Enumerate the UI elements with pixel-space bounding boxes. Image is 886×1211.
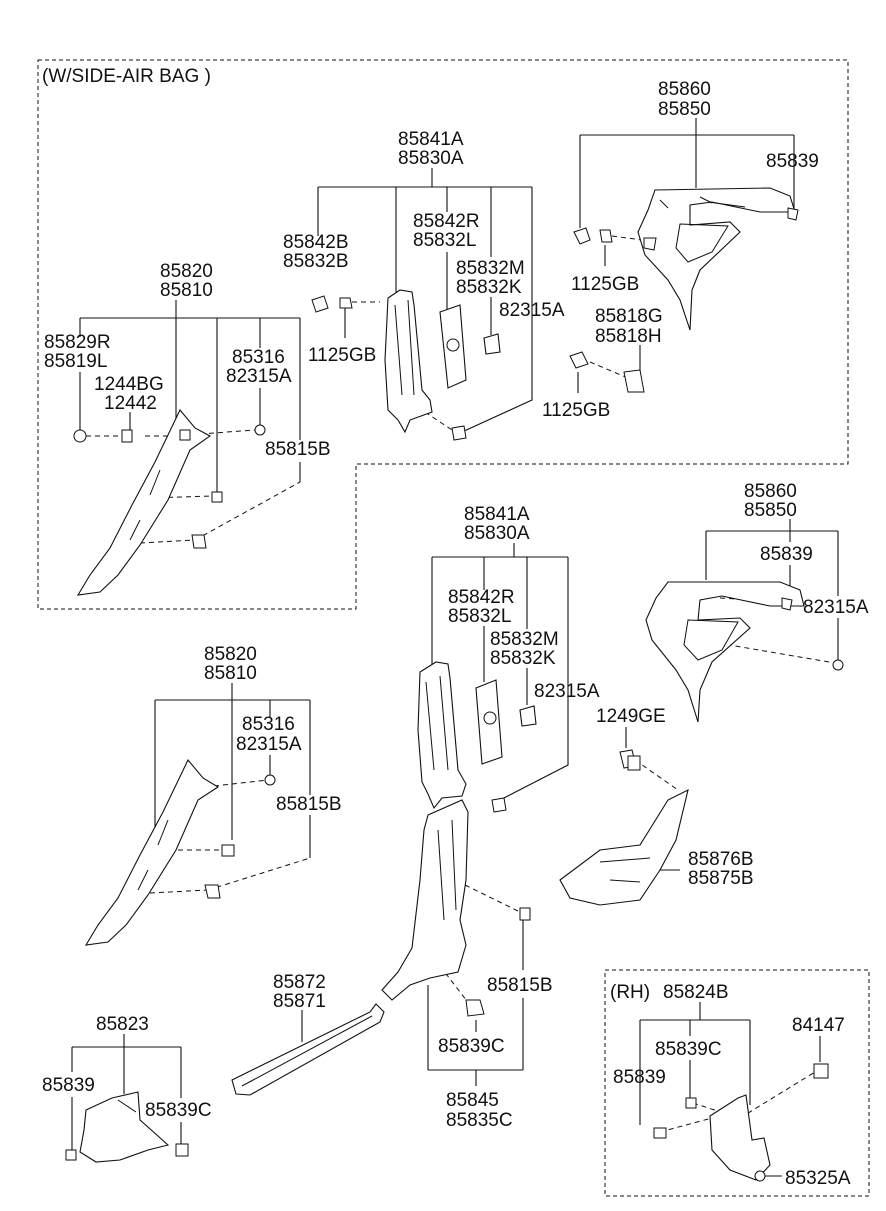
- label-85818h: 85818H: [595, 326, 662, 347]
- label-85842r-upper: 85842R: [413, 211, 480, 232]
- label-85842r-lower: 85842R: [448, 587, 515, 608]
- label-12442: 12442: [104, 393, 157, 414]
- label-85839-bottom-left: 85839: [42, 1075, 95, 1096]
- upper-fasteners-right: [569, 207, 799, 393]
- label-85832m-lower: 85832M: [490, 629, 559, 650]
- label-85316-lower: 85316: [242, 714, 295, 735]
- rh-section-label: (RH): [610, 982, 650, 1003]
- c-pillar-trim-lower: [645, 581, 805, 723]
- label-1249ge: 1249GE: [596, 706, 666, 727]
- callout-labels: 85860 85850 85839 85841A 85830A 85842R 8…: [42, 79, 869, 1189]
- label-85860-85850-upper: 85860: [658, 79, 711, 100]
- label-85860-lower: 85860: [744, 481, 797, 502]
- label-85842b: 85842B: [283, 232, 349, 253]
- rh-cowl-side-trim: [653, 1063, 829, 1182]
- rear-scuff-trim: [559, 755, 689, 906]
- label-85876b: 85876B: [688, 849, 754, 870]
- label-82315a-lower-right: 82315A: [803, 597, 869, 618]
- label-85839-lower: 85839: [760, 544, 813, 565]
- label-85316-upper: 85316: [232, 347, 285, 368]
- label-85829r: 85829R: [44, 332, 111, 353]
- label-85832l-lower: 85832L: [448, 606, 511, 627]
- a-pillar-trim-lower: [84, 758, 276, 946]
- label-85845: 85845: [446, 1090, 499, 1111]
- label-85325a: 85325A: [785, 1168, 851, 1189]
- label-85815b-lower-left: 85815B: [276, 794, 342, 815]
- label-85810-lower: 85810: [204, 663, 257, 684]
- label-1125gb-a: 1125GB: [308, 345, 376, 366]
- upper-fasteners-left: [73, 424, 266, 549]
- label-85841a-lower: 85841A: [464, 504, 530, 525]
- label-85830a-upper: 85830A: [398, 148, 464, 169]
- label-85810-upper: 85810: [160, 280, 213, 301]
- cowl-side-trim: [65, 1091, 189, 1163]
- label-82315a-lower-center: 82315A: [534, 681, 600, 702]
- b-pillar-trim-lower: [417, 661, 537, 813]
- label-85832b: 85832B: [283, 251, 349, 272]
- label-85875b: 85875B: [688, 868, 754, 889]
- label-85832k-lower: 85832K: [490, 648, 556, 669]
- label-85839-upper: 85839: [766, 151, 819, 172]
- b-pillar-trim-upper: [384, 289, 501, 434]
- label-85830a-lower: 85830A: [464, 523, 530, 544]
- label-85860-85850-upper-2: 85850: [658, 99, 711, 120]
- label-85820-upper: 85820: [160, 261, 213, 282]
- label-85823: 85823: [96, 1014, 149, 1035]
- label-85832m-upper: 85832M: [456, 258, 525, 279]
- label-85839c-rh: 85839C: [655, 1039, 722, 1060]
- label-85839c-bottom-left: 85839C: [145, 1100, 212, 1121]
- side-airbag-section-label: (W/SIDE-AIR BAG ): [42, 66, 211, 87]
- b-pillar-lower-trim: [381, 799, 531, 1017]
- label-85871: 85871: [273, 991, 326, 1012]
- label-85839-rh: 85839: [613, 1067, 666, 1088]
- label-85815b-upper: 85815B: [265, 439, 331, 460]
- label-1244bg: 1244BG: [94, 374, 164, 395]
- label-85819l: 85819L: [44, 351, 107, 372]
- label-85841a-upper: 85841A: [398, 129, 464, 150]
- label-85818g: 85818G: [595, 306, 663, 327]
- label-1125gb-b: 1125GB: [571, 274, 639, 295]
- label-85824b: 85824B: [663, 982, 729, 1003]
- label-85815b-lower-center: 85815B: [487, 975, 553, 996]
- label-82315a-upper-left: 82315A: [226, 366, 292, 387]
- door-sill-scuff: [231, 1003, 385, 1096]
- label-85835c: 85835C: [446, 1110, 513, 1131]
- label-82315a-lower-left: 82315A: [236, 734, 302, 755]
- label-84147: 84147: [792, 1015, 845, 1036]
- label-85839c-center: 85839C: [438, 1036, 505, 1057]
- a-pillar-trim-upper: [76, 408, 212, 596]
- label-85832l-upper: 85832L: [413, 230, 476, 251]
- label-85850-lower: 85850: [744, 500, 797, 521]
- label-85820-lower: 85820: [204, 644, 257, 665]
- label-85872: 85872: [273, 972, 326, 993]
- upper-fasteners-center: [311, 295, 467, 441]
- label-85832k-upper: 85832K: [456, 277, 522, 298]
- label-1125gb-c: 1125GB: [542, 400, 610, 421]
